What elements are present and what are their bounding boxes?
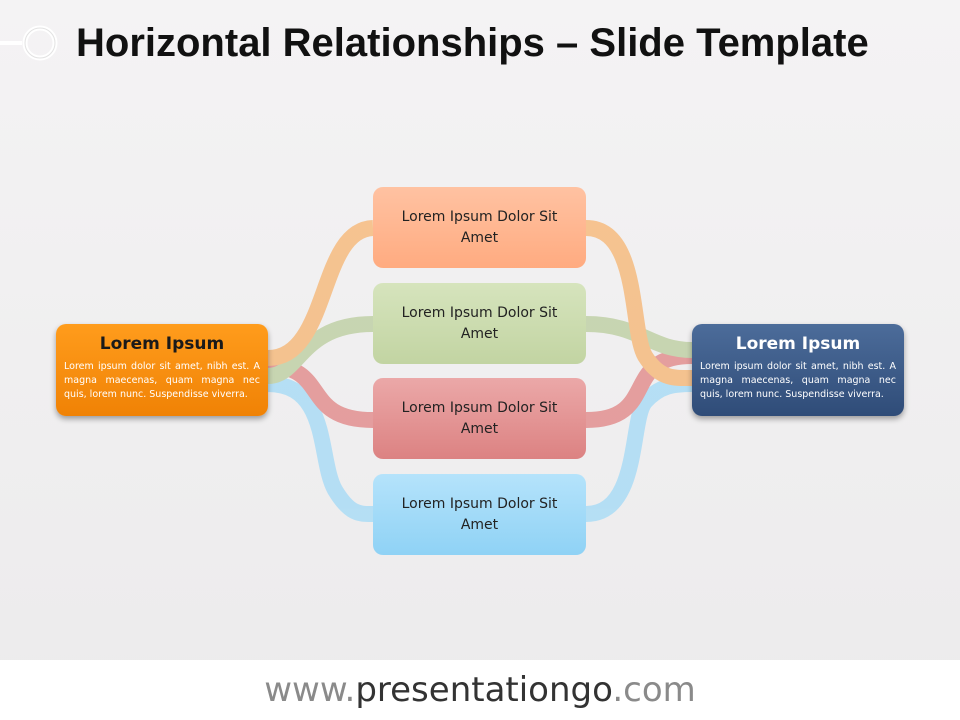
footer-suffix: .com — [612, 670, 696, 710]
left-box-title: Lorem Ipsum — [99, 334, 225, 354]
connector-right-orange — [585, 220, 693, 387]
connector-right-red — [585, 348, 693, 428]
footer-prefix: www. — [264, 670, 356, 710]
left-box-text: Lorem ipsum dolor sit amet, nibh est. A … — [64, 361, 260, 400]
connector-left-blue — [267, 376, 374, 523]
middle-box-blue: Lorem Ipsum Dolor Sit Amet — [373, 474, 586, 555]
page-title: Horizontal Relationships – Slide Templat… — [76, 21, 869, 65]
right-box: Lorem Ipsum Lorem ipsum dolor sit amet, … — [692, 324, 904, 416]
middle-box-orange: Lorem Ipsum Dolor Sit Amet — [373, 187, 586, 268]
right-box-title: Lorem Ipsum — [735, 334, 861, 354]
footer-domain: presentationgo — [355, 670, 613, 710]
connector-left-green — [267, 316, 374, 384]
connector-lines — [267, 220, 693, 523]
title-ring-icon — [0, 25, 58, 61]
middle-box-green: Lorem Ipsum Dolor Sit Amet — [373, 283, 586, 364]
footer-url: www.presentationgo.com — [0, 660, 960, 720]
connector-left-orange — [267, 220, 375, 366]
left-box: Lorem Ipsum Lorem ipsum dolor sit amet, … — [56, 324, 268, 416]
middle-box-red: Lorem Ipsum Dolor Sit Amet — [373, 378, 586, 459]
right-box-text: Lorem ipsum dolor sit amet, nibh est. A … — [700, 361, 896, 400]
connector-right-blue — [585, 376, 693, 522]
